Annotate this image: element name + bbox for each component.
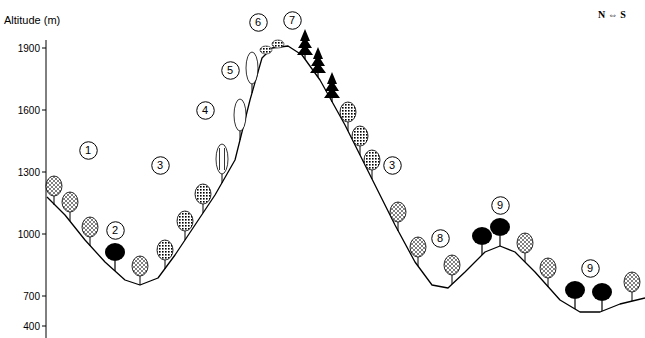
altitude-axis	[42, 40, 46, 338]
callout-number: 3	[157, 160, 163, 171]
callout-circle: 4	[196, 101, 215, 120]
dark-tree	[472, 227, 492, 255]
callout-circle: 6	[249, 13, 268, 32]
circle-outline	[283, 11, 301, 29]
shrub	[260, 46, 272, 54]
dark-tree	[490, 218, 510, 246]
callout-circle: 2	[106, 221, 125, 240]
dark-tree	[105, 243, 125, 271]
circle-outline	[106, 221, 124, 239]
circle-outline	[491, 196, 509, 214]
circle-outline	[196, 101, 214, 119]
axis-tick-label: 1600	[18, 105, 40, 116]
callout-circle: 5	[221, 61, 240, 80]
callout-circle: 1	[79, 141, 98, 160]
callout-number: 4	[202, 105, 208, 116]
white-tree	[234, 99, 246, 140]
white-tree	[246, 52, 258, 93]
callout-circle: 9	[491, 196, 510, 215]
callout-number: 9	[497, 200, 503, 211]
broadleaf-tree	[132, 256, 148, 285]
striped-tree	[216, 144, 228, 183]
conifer-tree	[324, 72, 340, 102]
callout-number: 1	[85, 145, 91, 156]
broadleaf-tree	[62, 192, 78, 221]
conifer-tree	[297, 29, 313, 59]
axis-tick-label: 700	[23, 291, 40, 302]
callout-number: 3	[389, 160, 395, 171]
circle-outline	[383, 156, 401, 174]
broadleaf-tree	[390, 202, 406, 231]
ground-profile	[47, 46, 645, 312]
callout-circle: 9	[581, 259, 600, 278]
broadleaf-tree	[410, 237, 426, 266]
dense-tree	[352, 126, 368, 155]
axis-tick-label: 1000	[18, 229, 40, 240]
dense-tree	[157, 240, 173, 269]
axis-tick-label: 1300	[18, 167, 40, 178]
callout-number: 5	[227, 65, 233, 76]
conifer-tree	[310, 47, 326, 77]
circle-outline	[431, 229, 449, 247]
callout-circle: 7	[283, 11, 302, 30]
callout-number: 8	[437, 233, 443, 244]
circle-outline	[249, 13, 267, 31]
callout-number: 7	[289, 15, 295, 26]
callout-number: 9	[587, 263, 593, 274]
dense-tree	[177, 211, 193, 240]
axis-tick-label: 1900	[18, 43, 40, 54]
callout-circle: 3	[383, 156, 402, 175]
circle-outline	[221, 61, 239, 79]
circle-outline	[151, 156, 169, 174]
axis-title: Altitude (m)	[4, 14, 60, 26]
dense-tree	[195, 184, 211, 213]
broadleaf-tree	[82, 217, 98, 246]
callout-number: 6	[255, 17, 261, 28]
shrub	[272, 40, 284, 48]
broadleaf-tree	[517, 233, 533, 262]
trees	[46, 29, 640, 311]
dark-tree	[565, 281, 585, 309]
callout-circle: 8	[431, 229, 450, 248]
dense-tree	[364, 150, 380, 179]
broadleaf-tree	[444, 255, 460, 284]
circle-outline	[581, 259, 599, 277]
broadleaf-tree	[46, 176, 62, 205]
circle-outline	[79, 141, 97, 159]
orientation-label: N ⇔ S	[598, 9, 626, 20]
axis-tick-label: 400	[23, 321, 40, 332]
dark-tree	[592, 283, 612, 311]
broadleaf-tree	[624, 272, 640, 301]
dense-tree	[340, 102, 356, 131]
callout-circle: 3	[151, 156, 170, 175]
broadleaf-tree	[540, 258, 556, 287]
callout-number: 2	[112, 225, 118, 236]
